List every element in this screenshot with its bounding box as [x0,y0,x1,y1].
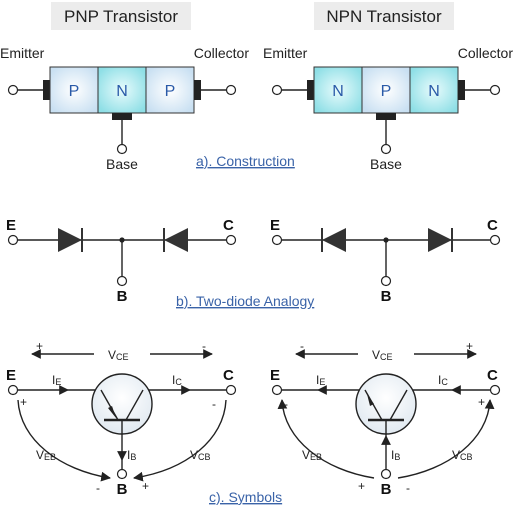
npn-layer-n1 [313,66,363,114]
svg-text:+: + [20,395,27,409]
pnp-emitter-label: Emitter [0,45,45,61]
svg-text:N: N [116,83,128,100]
svg-text:VEB: VEB [302,448,322,462]
caption-construction: a). Construction [196,153,295,169]
npn-title: NPN Transistor [314,2,454,30]
pnp-title: PNP Transistor [51,2,191,30]
npn-layer-n2 [409,66,459,114]
svg-text:C: C [487,367,498,384]
npn-construction: Emitter Collector N P N Base [263,45,513,172]
npn-emitter-label: Emitter [263,45,308,61]
svg-text:+: + [466,339,473,353]
pnp-collector-label: Collector [194,45,250,61]
svg-text:-: - [202,339,206,353]
svg-text:B: B [117,481,128,498]
svg-text:B: B [117,288,128,305]
svg-text:B: B [381,288,392,305]
svg-text:P: P [381,83,392,100]
npn-symbol: - + VCE E C IE IC - + IB B + - VEB VCB [270,339,501,498]
svg-text:VCE: VCE [372,348,393,362]
pnp-base-label: Base [106,156,138,172]
svg-text:+: + [142,479,149,493]
pnp-symbol: + - VCE E C IE IC + - IB B - + VEB VCB [6,339,237,498]
npn-collector-terminal [489,84,501,96]
npn-collector-label: Collector [458,45,514,61]
svg-text:P: P [69,83,80,100]
pnp-construction: Emitter Collector P N P Base [0,45,249,172]
pnp-diode-emitter [58,228,82,252]
svg-text:-: - [284,397,288,411]
npn-base-terminal [380,143,392,155]
npn-diode-collector [428,228,452,252]
svg-text:C: C [223,367,234,384]
svg-text:IB: IB [127,448,136,462]
svg-text:-: - [212,397,216,411]
pnp-base-terminal [116,143,128,155]
pnp-layer-p1 [49,66,99,114]
svg-text:+: + [358,479,365,493]
svg-text:VCB: VCB [190,448,211,462]
svg-text:+: + [36,339,43,353]
caption-two-diode: b). Two-diode Analogy [176,293,314,309]
svg-text:-: - [300,339,304,353]
svg-text:NPN Transistor: NPN Transistor [326,7,442,26]
svg-text:C: C [223,217,234,234]
svg-text:C: C [487,217,498,234]
npn-two-diode: E C B [270,217,501,305]
pnp-collector-terminal [225,84,237,96]
svg-text:-: - [406,481,410,495]
svg-text:IC: IC [172,373,182,387]
npn-diode-emitter [322,228,346,252]
svg-text:N: N [428,83,440,100]
npn-base-label: Base [370,156,402,172]
svg-text:E: E [6,367,16,384]
svg-text:-: - [96,481,100,495]
svg-text:PNP Transistor: PNP Transistor [64,7,178,26]
npn-emitter-terminal [271,84,283,96]
pnp-diode-collector [164,228,188,252]
svg-text:E: E [270,217,280,234]
caption-symbols: c). Symbols [209,489,282,505]
svg-text:IC: IC [438,373,448,387]
svg-text:E: E [270,367,280,384]
svg-text:IB: IB [391,448,400,462]
pnp-emitter-terminal [7,84,19,96]
svg-text:VCE: VCE [108,348,129,362]
svg-text:P: P [165,83,176,100]
svg-text:N: N [332,83,344,100]
svg-text:VCB: VCB [452,448,473,462]
pnp-two-diode: E C B [6,217,237,305]
svg-text:B: B [381,481,392,498]
pnp-layer-p2 [145,66,195,114]
svg-text:+: + [478,395,485,409]
svg-text:IE: IE [52,373,61,387]
svg-text:E: E [6,217,16,234]
svg-text:VEB: VEB [36,448,56,462]
svg-text:IE: IE [316,373,325,387]
